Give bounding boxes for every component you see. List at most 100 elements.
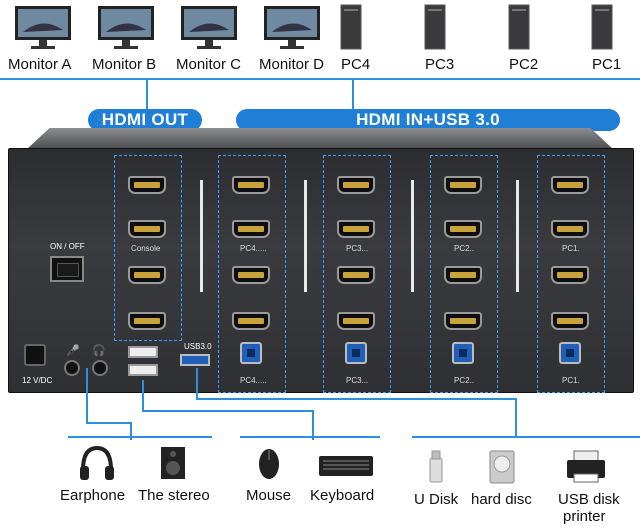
connector-line	[86, 422, 132, 424]
pc-tower-icon	[508, 4, 530, 50]
mouse-label: Mouse	[246, 487, 292, 504]
pc1-hdmi-port[interactable]	[551, 220, 589, 238]
monitor-b-label: Monitor B	[92, 56, 157, 73]
pc3-hdmi-port[interactable]	[337, 266, 375, 284]
pc4-label: PC4	[341, 56, 371, 73]
pc-tower-icon	[591, 4, 613, 50]
pc1-hdmi-port[interactable]	[551, 176, 589, 194]
hdmi-out-banner: HDMI OUT	[88, 109, 202, 131]
pc-tower-1	[591, 4, 613, 55]
power-switch[interactable]	[50, 256, 84, 282]
pc4-hdmi-port[interactable]	[232, 176, 270, 194]
pc3-hdmi-port[interactable]	[337, 176, 375, 194]
earphone-label: Earphone	[60, 487, 126, 504]
connector-line	[412, 436, 640, 438]
connector-line	[240, 436, 380, 438]
speaker-icon	[160, 446, 186, 485]
monitor-icon	[98, 6, 154, 49]
pc3-usb-label: PC3...	[346, 376, 369, 385]
rocker	[57, 263, 79, 277]
headset-icon	[78, 444, 116, 487]
connector-line	[130, 422, 132, 440]
pc3-usb-port[interactable]	[345, 342, 367, 364]
connector-line	[312, 410, 314, 440]
keyboard-label: Keyboard	[310, 487, 375, 504]
keyboard-icon	[318, 454, 374, 483]
dc-power-jack[interactable]	[24, 344, 46, 366]
on-off-label: ON / OFF	[50, 242, 85, 251]
console-label: Console	[131, 244, 161, 253]
pc4-hdmi-port[interactable]	[232, 220, 270, 238]
usb3-port[interactable]	[180, 354, 210, 366]
pc3-hdmi-label: PC3...	[346, 244, 369, 253]
pc3-port-group	[323, 155, 391, 393]
headphone-jack[interactable]	[92, 360, 108, 376]
connector-line	[0, 78, 336, 80]
pc-tower-2	[508, 4, 530, 55]
connector-line	[68, 436, 212, 438]
hard-disc-label: hard disc	[471, 491, 532, 508]
hdmi-out-port[interactable]	[128, 266, 166, 284]
pc2-hdmi-port[interactable]	[444, 220, 482, 238]
pc2-hdmi-port[interactable]	[444, 176, 482, 194]
monitor-icon	[181, 6, 237, 49]
pc1-port-group	[537, 155, 605, 393]
pc-tower-4	[340, 4, 362, 55]
pc-tower-icon	[340, 4, 362, 50]
hdmi-out-group	[114, 155, 182, 341]
pc1-usb-port[interactable]	[559, 342, 581, 364]
pc4-hdmi-port[interactable]	[232, 312, 270, 330]
pc1-hdmi-port[interactable]	[551, 312, 589, 330]
pc1-label: PC1	[592, 56, 622, 73]
connector-line	[86, 368, 88, 424]
pc1-usb-label: PC1.	[562, 376, 580, 385]
usb3-label: USB3.0	[184, 342, 212, 351]
mic-icon: 🎤	[66, 345, 80, 357]
monitor-a	[13, 4, 73, 50]
u-disk-label: U Disk	[414, 491, 459, 508]
headphone-icon: 🎧	[92, 345, 106, 357]
kvm-switch-rear-panel	[8, 148, 634, 393]
stereo-label: The stereo	[138, 487, 210, 504]
usb-a-port[interactable]	[128, 346, 158, 358]
connector-line	[142, 410, 312, 412]
pc2-hdmi-port[interactable]	[444, 312, 482, 330]
hdmi-out-port[interactable]	[128, 220, 166, 238]
pc4-usb-port[interactable]	[240, 342, 262, 364]
pc-tower-3	[424, 4, 446, 55]
monitor-c-label: Monitor C	[176, 56, 242, 73]
connector-line	[336, 78, 640, 80]
vent-slot	[304, 180, 307, 292]
pc4-port-group	[218, 155, 286, 393]
hdmi-in-usb-banner: HDMI IN+USB 3.0	[236, 109, 620, 131]
printer-label-1: USB disk	[558, 491, 620, 508]
connector-line	[196, 398, 516, 400]
pc3-hdmi-port[interactable]	[337, 220, 375, 238]
monitor-c	[179, 4, 239, 50]
monitor-b	[96, 4, 156, 50]
monitor-icon	[15, 6, 71, 49]
hdmi-out-port[interactable]	[128, 176, 166, 194]
connector-line	[196, 368, 198, 398]
mouse-icon	[258, 448, 280, 485]
monitor-a-label: Monitor A	[8, 56, 72, 73]
mic-jack[interactable]	[64, 360, 80, 376]
pc-tower-icon	[424, 4, 446, 50]
monitor-icon	[264, 6, 320, 49]
pc4-hdmi-port[interactable]	[232, 266, 270, 284]
hard-disc-icon	[489, 450, 515, 489]
hdmi-out-port[interactable]	[128, 312, 166, 330]
pc1-hdmi-port[interactable]	[551, 266, 589, 284]
vent-slot	[516, 180, 519, 292]
u-disk-icon	[428, 450, 444, 489]
pc2-port-group	[430, 155, 498, 393]
vent-slot	[411, 180, 414, 292]
pc3-hdmi-port[interactable]	[337, 312, 375, 330]
printer-icon	[566, 450, 606, 489]
usb-a-port[interactable]	[128, 364, 158, 376]
pc2-hdmi-label: PC2..	[454, 244, 475, 253]
pc2-usb-port[interactable]	[452, 342, 474, 364]
monitor-d	[262, 4, 322, 50]
pc4-usb-label: PC4.....	[240, 376, 267, 385]
pc2-hdmi-port[interactable]	[444, 266, 482, 284]
